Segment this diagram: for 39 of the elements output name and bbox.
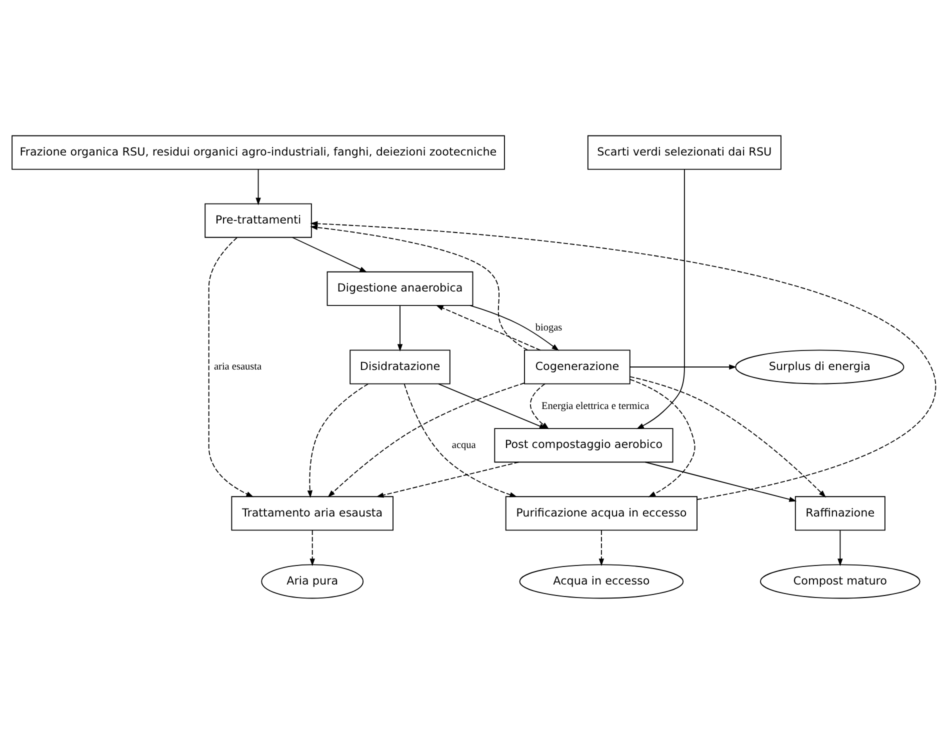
arrow: [644, 461, 797, 502]
node-box: Frazione organica RSU, residui organici agro-industriali, fanghi, deiezioni zootecniche: [12, 134, 505, 170]
node-ellipse: Acqua in eccesso: [519, 564, 684, 598]
arrow: [629, 376, 826, 498]
edge-label: biogas: [535, 322, 562, 333]
arrow: [256, 168, 261, 205]
node-box: Digestione anaerobica: [326, 270, 474, 306]
arrow: [404, 383, 518, 497]
edge-label: acqua: [452, 439, 476, 450]
node-ellipse: Aria pura: [261, 564, 364, 598]
arrow: [436, 304, 541, 350]
arrow: [630, 364, 737, 370]
arrow: [307, 383, 369, 498]
arrow: [630, 378, 696, 497]
node-box: Trattamento aria esausta: [231, 496, 394, 530]
edge-label: aria esausta: [214, 361, 262, 372]
node-ellipse: Compost maturo: [760, 564, 920, 598]
node-box: Cogenerazione: [524, 349, 630, 384]
node-ellipse: Surplus di energia: [735, 349, 904, 384]
arrow: [469, 304, 560, 350]
arrow: [310, 529, 315, 566]
node-box: Purificazione acqua in eccesso: [505, 496, 698, 530]
node-box: Scarti verdi selezionati dai RSU: [587, 134, 782, 170]
arrow: [598, 529, 604, 566]
node-box: Pre-trattamenti: [204, 202, 312, 238]
arrow: [376, 461, 520, 498]
arrow: [310, 224, 528, 350]
arrow: [636, 168, 685, 429]
node-box: Raffinazione: [794, 496, 886, 530]
node-box: Post compostaggio aerobico: [494, 428, 674, 462]
edge-label: Energia elettrica e termica: [542, 400, 650, 412]
arrow: [310, 220, 936, 500]
node-box: Disidratazione: [350, 349, 450, 384]
arrow: [208, 236, 254, 497]
arrow: [328, 382, 525, 497]
arrow: [438, 383, 547, 429]
arrow: [838, 529, 843, 566]
arrow: [397, 304, 403, 352]
arrow: [292, 236, 368, 272]
